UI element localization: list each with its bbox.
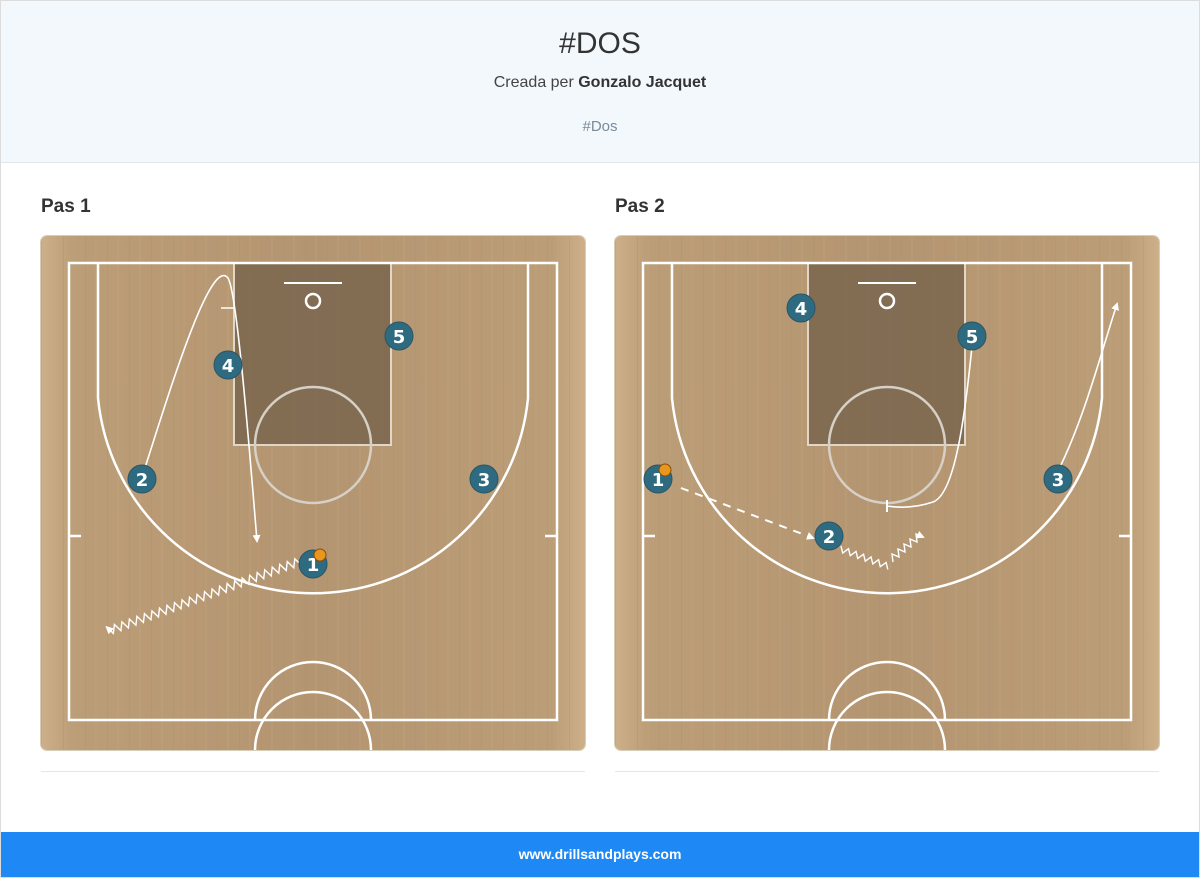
step-2-player-2: 2 — [814, 521, 844, 551]
cut-path-3 — [1058, 302, 1119, 470]
step-1-player-2: 2 — [127, 464, 157, 494]
svg-text:4: 4 — [222, 356, 235, 377]
step-2-player-3: 3 — [1043, 464, 1073, 494]
dribble-path-2 — [840, 545, 889, 570]
created-by-label: Creada per — [493, 74, 574, 91]
step-2: Pas 2 — [615, 196, 1159, 772]
play-header: #DOS Creada per Gonzalo Jacquet #Dos — [1, 1, 1199, 163]
svg-text:3: 3 — [478, 470, 491, 491]
svg-text:5: 5 — [966, 327, 979, 348]
svg-text:3: 3 — [1052, 470, 1065, 491]
step-1-court: 1 2 3 4 5 — [41, 236, 585, 750]
cut-path-5 — [886, 345, 973, 508]
svg-text:1: 1 — [652, 470, 665, 491]
svg-text:2: 2 — [823, 527, 836, 548]
footer-site-link[interactable]: www.drillsandplays.com — [518, 846, 682, 862]
step-1-title: Pas 1 — [41, 196, 91, 217]
step-2-court: 1 2 3 4 5 — [615, 236, 1159, 750]
play-author-line: Creada per Gonzalo Jacquet — [1, 74, 1199, 92]
play-title: #DOS — [559, 27, 641, 60]
step-1-player-4: 4 — [213, 350, 243, 380]
step-1-player-3: 3 — [469, 464, 499, 494]
svg-text:2: 2 — [136, 470, 149, 491]
svg-text:5: 5 — [393, 327, 406, 348]
svg-text:4: 4 — [795, 299, 808, 320]
step-2-player-4: 4 — [786, 293, 816, 323]
player-number: 1 — [307, 555, 320, 576]
step-2-player-1: 1 — [643, 463, 673, 494]
step-2-divider — [615, 771, 1159, 772]
dribble-path-1 — [105, 557, 304, 635]
play-tag-link[interactable]: #Dos — [582, 118, 618, 135]
step-1-divider — [41, 771, 585, 772]
step-2-player-5: 5 — [957, 321, 987, 351]
step-1-player-5: 5 — [384, 321, 414, 351]
step-2-title: Pas 2 — [615, 196, 665, 217]
step-1: Pas 1 1 — [41, 196, 585, 772]
basketball-icon — [313, 548, 327, 562]
basketball-icon — [658, 463, 672, 477]
cut-path-2 — [143, 274, 261, 543]
author-name[interactable]: Gonzalo Jacquet — [578, 74, 707, 91]
step-1-player-1: 1 — [298, 548, 328, 579]
site-footer: www.drillsandplays.com — [1, 832, 1199, 877]
